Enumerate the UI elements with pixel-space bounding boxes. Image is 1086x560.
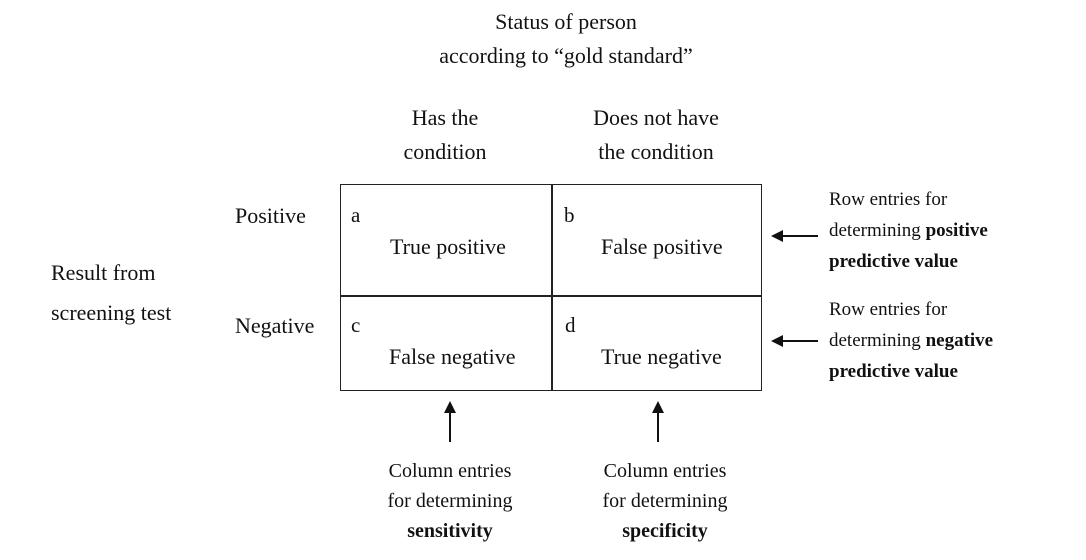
arrow-up-icon [652,401,664,442]
row-note-emphasis: negative [925,330,994,351]
column-note-line-3: specificity [622,520,708,542]
row-note-line-3: predictive value [829,361,958,382]
cell-d-letter: d [565,313,576,337]
row-note-line-2: determining negative [829,325,993,356]
row-note-emphasis: positive [925,220,988,241]
column-note-line-2: for determining [387,490,513,512]
column-note-line-1: Column entries [388,460,512,482]
column-note-line-3: sensitivity [407,520,493,542]
row-label-positive: Positive [235,203,306,228]
cell-d-text: True negative [601,344,722,369]
row-label-negative: Negative [235,313,315,338]
row-note-negative: Row entries for determining negative pre… [829,294,993,387]
column-header-no-condition: Does not have the condition [556,101,756,169]
cell-c-letter: c [351,313,361,337]
header-line-1: Status of person [495,9,637,34]
row-group-title: Result from screening test [51,253,231,333]
table-column-divider [551,184,553,391]
arrow-left-icon [771,335,818,347]
row-note-positive: Row entries for determining positive pre… [829,184,988,277]
column-header-line-1: Has the [411,105,479,130]
column-header-line-2: condition [403,139,487,164]
column-header-line-2: the condition [598,139,714,164]
row-note-line-1: Row entries for [829,299,948,320]
cell-a-text: True positive [390,234,506,259]
row-note-line-2: determining positive [829,215,988,246]
cell-c-text: False negative [389,344,516,369]
row-note-text: determining [829,220,926,241]
column-note-specificity: Column entries for determining specifici… [565,456,765,546]
column-note-sensitivity: Column entries for determining sensitivi… [350,456,550,546]
table-row-divider [340,295,762,297]
row-group-title-line-1: Result from [51,260,156,285]
row-group-title-line-2: screening test [51,300,172,325]
cell-a-letter: a [351,203,361,227]
row-note-line-3: predictive value [829,251,958,272]
column-header-has-condition: Has the condition [345,101,545,169]
row-note-line-1: Row entries for [829,189,948,210]
column-note-line-1: Column entries [603,460,727,482]
cell-b-text: False positive [601,234,723,259]
cell-b-letter: b [564,203,575,227]
arrow-up-icon [444,401,456,442]
column-header-line-1: Does not have [593,105,719,130]
gold-standard-header: Status of person according to “gold stan… [366,5,766,73]
header-line-2: according to “gold standard” [439,43,693,68]
arrow-left-icon [771,230,818,242]
row-note-text: determining [829,330,926,351]
column-note-line-2: for determining [602,490,728,512]
